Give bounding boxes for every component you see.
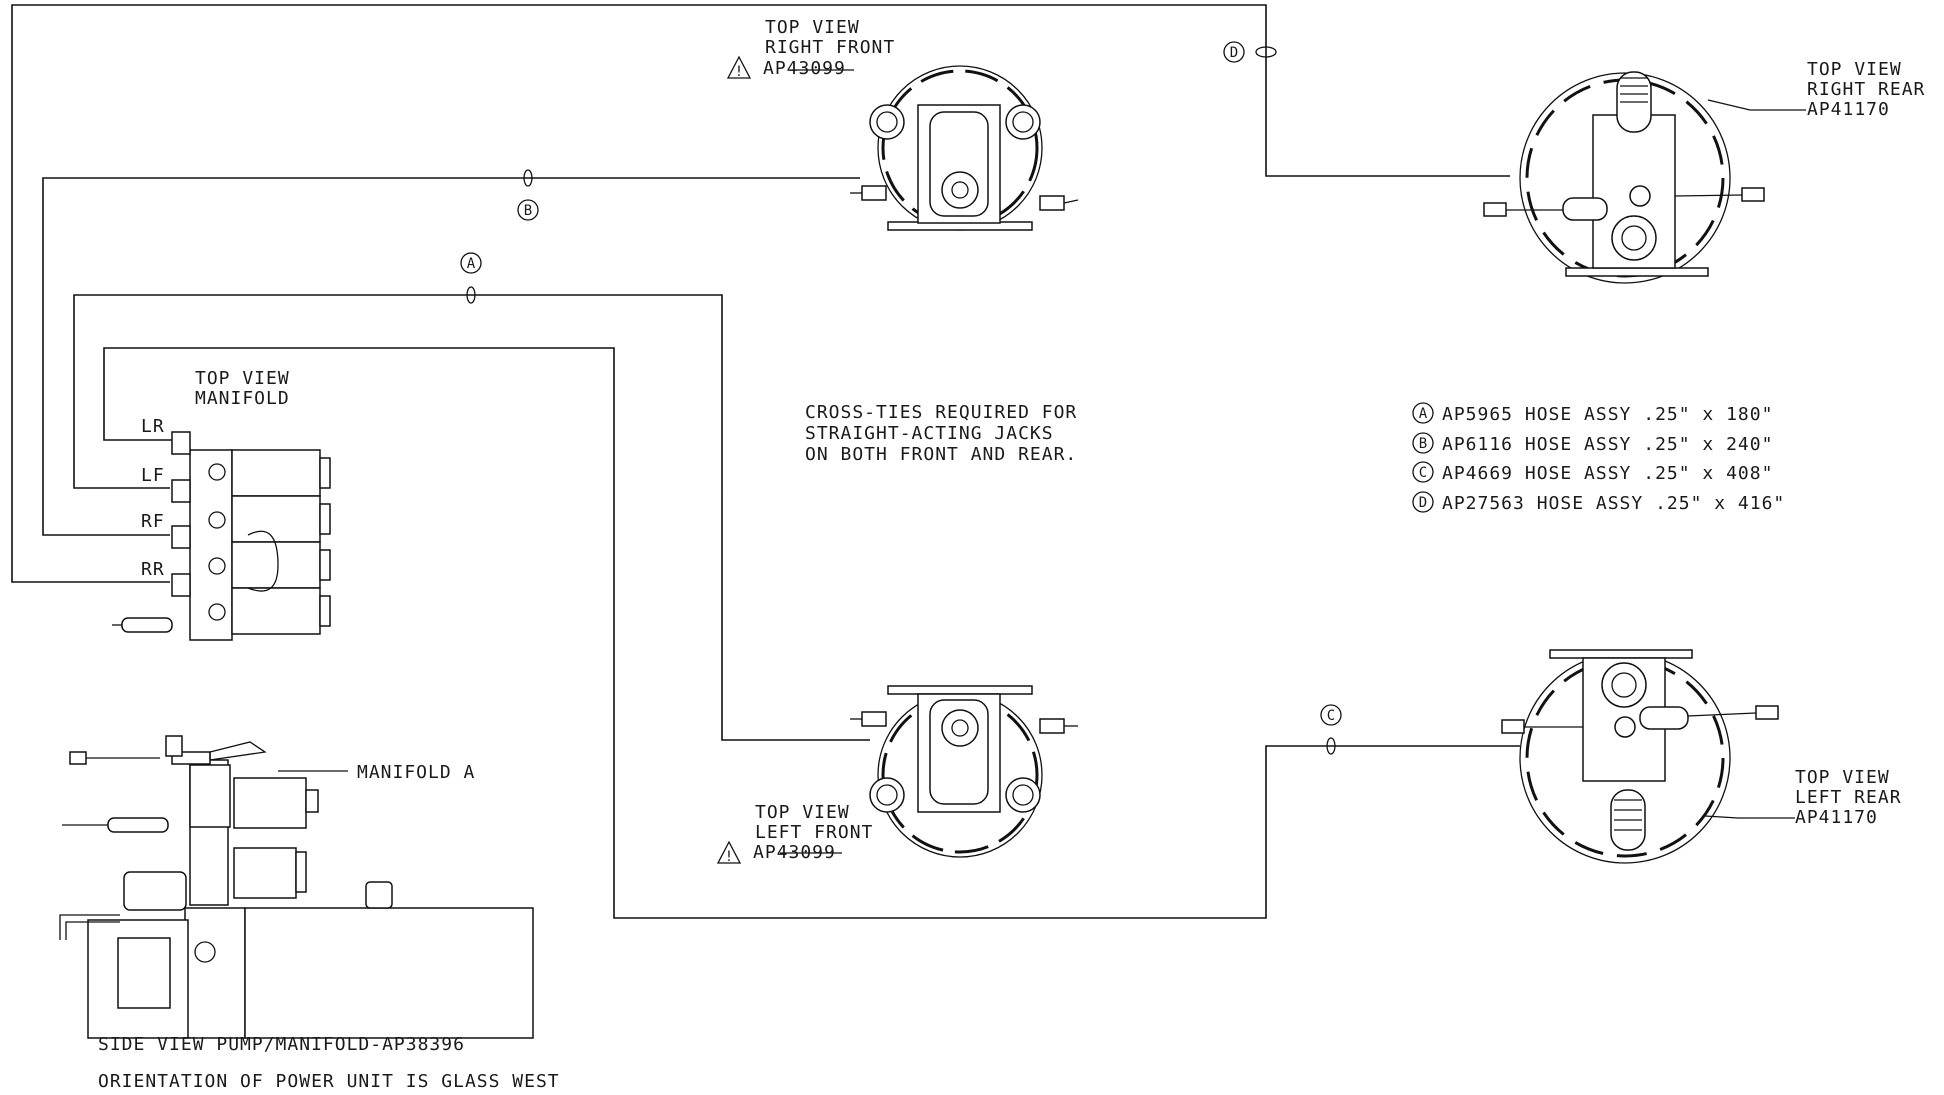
right-rear-subtitle: RIGHT REAR <box>1807 79 1925 100</box>
jack-right-front <box>850 65 1079 231</box>
legend-item: C AP4669 HOSE ASSY .25" x 408" <box>1412 461 1773 484</box>
svg-text:C: C <box>1419 465 1427 481</box>
svg-text:D: D <box>1230 45 1238 61</box>
right-rear-part: AP41170 <box>1807 99 1890 120</box>
leader-right-rear <box>1707 99 1806 111</box>
svg-text:!: ! <box>735 64 743 80</box>
svg-text:AP5965 HOSE ASSY .25" x 180": AP5965 HOSE ASSY .25" x 180" <box>1442 404 1773 425</box>
jack-left-rear <box>1501 649 1779 864</box>
left-rear-subtitle: LEFT REAR <box>1795 787 1902 808</box>
hose-a-tie <box>466 286 476 304</box>
port-label-rr: RR <box>141 559 165 580</box>
note-line-3: ON BOTH FRONT AND REAR. <box>805 444 1077 465</box>
hose-a <box>73 294 870 741</box>
right-rear-title: TOP VIEW <box>1807 59 1902 80</box>
manifold-title: TOP VIEW <box>195 368 290 389</box>
hose-d <box>11 4 1510 583</box>
left-front-title: TOP VIEW <box>755 802 850 823</box>
right-front-subtitle: RIGHT FRONT <box>765 37 895 58</box>
port-label-rf: RF <box>141 511 165 532</box>
warning-triangle-left-front: ! <box>716 840 742 865</box>
svg-text:!: ! <box>725 849 733 865</box>
hose-b <box>42 177 860 536</box>
left-front-subtitle: LEFT FRONT <box>755 822 873 843</box>
svg-text:AP6116 HOSE ASSY .25" x 240": AP6116 HOSE ASSY .25" x 240" <box>1442 434 1773 455</box>
hose-marker-c: C <box>1320 704 1342 726</box>
legend-item: D AP27563 HOSE ASSY .25" x 416" <box>1412 491 1785 514</box>
side-view-caption: SIDE VIEW PUMP/MANIFOLD-AP38396 <box>98 1034 465 1055</box>
hose-marker-b: B <box>517 199 539 221</box>
warning-triangle-right-front: ! <box>726 55 752 80</box>
port-label-lr: LR <box>141 416 165 437</box>
legend-item: A AP5965 HOSE ASSY .25" x 180" <box>1412 402 1773 425</box>
svg-text:A: A <box>467 256 476 272</box>
manifold-subtitle: MANIFOLD <box>195 388 290 409</box>
left-rear-title: TOP VIEW <box>1795 767 1890 788</box>
legend-item: B AP6116 HOSE ASSY .25" x 240" <box>1412 432 1773 455</box>
jack-right-rear <box>1483 71 1765 284</box>
hose-legend: A AP5965 HOSE ASSY .25" x 180" B AP6116 … <box>1412 402 1785 514</box>
svg-text:B: B <box>524 203 532 219</box>
hose-c <box>103 347 1520 919</box>
manifold-a-callout: MANIFOLD A <box>357 762 475 783</box>
left-rear-part: AP41170 <box>1795 807 1878 828</box>
orientation-caption: ORIENTATION OF POWER UNIT IS GLASS WEST <box>98 1071 560 1092</box>
manifold-top-view <box>112 431 331 641</box>
hose-marker-a: A <box>460 252 482 274</box>
svg-text:A: A <box>1419 406 1428 422</box>
jack-left-front <box>850 685 1078 858</box>
hose-marker-d: D <box>1223 41 1245 63</box>
port-label-lf: LF <box>141 465 165 486</box>
leader-left-rear <box>1704 815 1795 819</box>
hose-c-tie <box>1326 737 1336 755</box>
svg-text:C: C <box>1327 708 1335 724</box>
hose-b-tie <box>523 169 533 187</box>
note-line-2: STRAIGHT-ACTING JACKS <box>805 423 1054 444</box>
pump-side-view <box>59 735 534 1039</box>
svg-text:B: B <box>1419 436 1427 452</box>
right-front-part: AP43099 <box>763 58 846 79</box>
hose-d-tie <box>1255 46 1277 58</box>
svg-text:D: D <box>1419 495 1427 511</box>
svg-text:AP27563 HOSE ASSY .25" x 416": AP27563 HOSE ASSY .25" x 416" <box>1442 493 1785 514</box>
left-front-part: AP43099 <box>753 842 836 863</box>
note-line-1: CROSS-TIES REQUIRED FOR <box>805 402 1077 423</box>
svg-text:AP4669 HOSE ASSY .25" x 408": AP4669 HOSE ASSY .25" x 408" <box>1442 463 1773 484</box>
right-front-title: TOP VIEW <box>765 17 860 38</box>
